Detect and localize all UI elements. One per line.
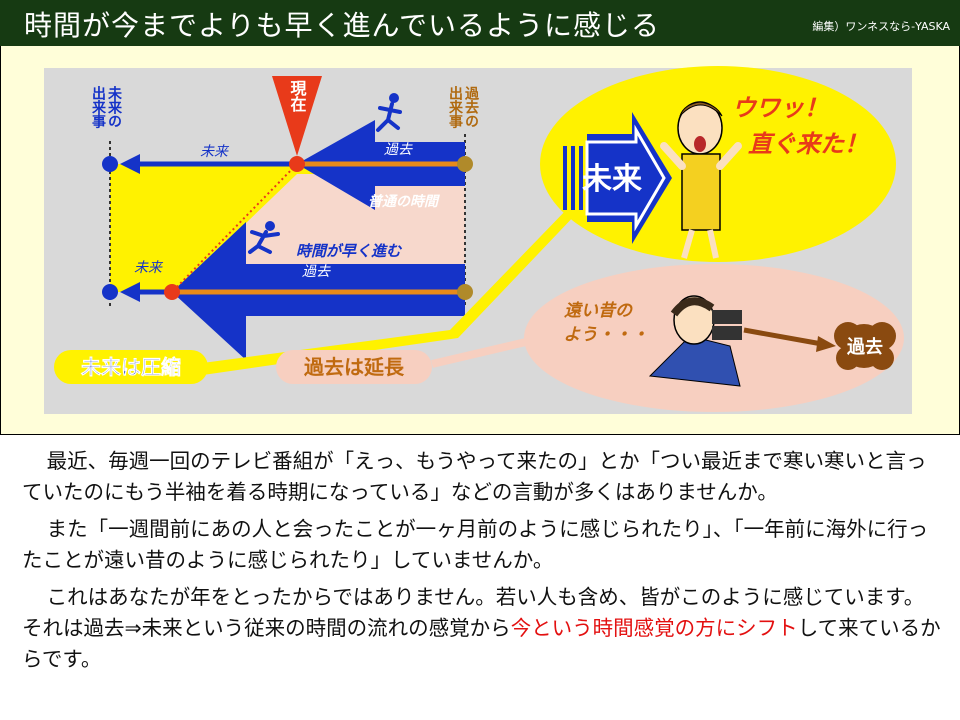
- man-with-binoculars-figure: [648, 295, 742, 387]
- past-events-col-a: 出来事: [447, 85, 464, 129]
- now-marker: [272, 76, 322, 156]
- paragraph-2: また「一週間前にあの人と会ったことが一ヶ月前のように感じられたり」、「一年前に海…: [22, 517, 929, 572]
- now-label: 現在: [288, 80, 307, 112]
- past-arrow-line: [743, 327, 823, 347]
- future-dot-top: [102, 156, 118, 172]
- credit-label: 編集）ワンネスなら-YASKA: [812, 20, 950, 33]
- paragraph-3-text: これはあなたが年をとったからではありません。若い人も含め、皆がこのように感じてい…: [22, 585, 925, 640]
- past-dot-top: [457, 156, 473, 172]
- future-compressed-label: 未来は圧縮: [81, 355, 181, 379]
- past-bottom-label: 過去: [302, 264, 331, 280]
- future-top-label: 未来: [200, 144, 230, 160]
- paragraph-3-end: して来ているからです。: [22, 616, 941, 671]
- wow-line1: ウワッ！: [732, 94, 828, 122]
- time-diagram: 出来事 未来の 出来事 過去の 現在 過去 普通の時間 未来 過去 時間が早く進…: [44, 66, 912, 414]
- future-bottom-label: 未来: [134, 260, 164, 276]
- paragraph-3: これはあなたが年をとったからではありません。若い人も含め、皆がこのように感じてい…: [22, 582, 942, 675]
- past-cloud: [834, 322, 896, 370]
- future-events-col-a: 出来事: [90, 85, 107, 129]
- future-compressed-pill: [54, 350, 208, 384]
- past-events-col-b: 過去の: [463, 86, 480, 128]
- yellow-connector: [180, 206, 578, 376]
- now-dot-bottom: [164, 284, 180, 300]
- past-dot-bottom: [457, 284, 473, 300]
- time-fast-label: 時間が早く進む: [296, 242, 403, 260]
- page-title: 時間が今までよりも早く進んでいるように感じる: [24, 9, 661, 42]
- past-top-label: 過去: [384, 142, 413, 158]
- past-extended-label: 過去は延長: [304, 355, 405, 379]
- body-text: 最近、毎週一回のテレビ番組が「えっ、もうやって来たの」とか「つい最近まで寒い寒い…: [22, 446, 942, 681]
- fast-runner-icon: [248, 221, 280, 254]
- now-dot-top: [289, 156, 305, 172]
- long-ago-line1: 遠い昔の: [564, 301, 633, 321]
- header-bar: 時間が今までよりも早く進んでいるように感じる 編集）ワンネスなら-YASKA: [0, 0, 960, 46]
- normal-time-label: 普通の時間: [368, 193, 440, 210]
- past-extended-pill: [276, 350, 432, 384]
- past-cloud-label: 過去: [847, 336, 883, 358]
- future-events-col-b: 未来の: [106, 85, 123, 128]
- paragraph-3-highlight: 今という時間感覚の方にシフト: [510, 616, 798, 640]
- surprised-woman-figure: [660, 101, 742, 259]
- long-ago-line2: よう・・・: [564, 325, 649, 345]
- future-dot-bottom: [102, 284, 118, 300]
- past-arrow-head: [816, 336, 836, 352]
- future-big-label: 未来: [582, 162, 642, 197]
- wow-line2: 直ぐ来た！: [748, 130, 868, 158]
- future-arrow-head-top: [120, 154, 140, 174]
- future-striped-arrow: [563, 112, 672, 244]
- future-arrow-head-bottom: [120, 282, 140, 302]
- paragraph-1: 最近、毎週一回のテレビ番組が「えっ、もうやって来たの」とか「つい最近まで寒い寒い…: [22, 449, 927, 504]
- runner-icon: [376, 93, 402, 132]
